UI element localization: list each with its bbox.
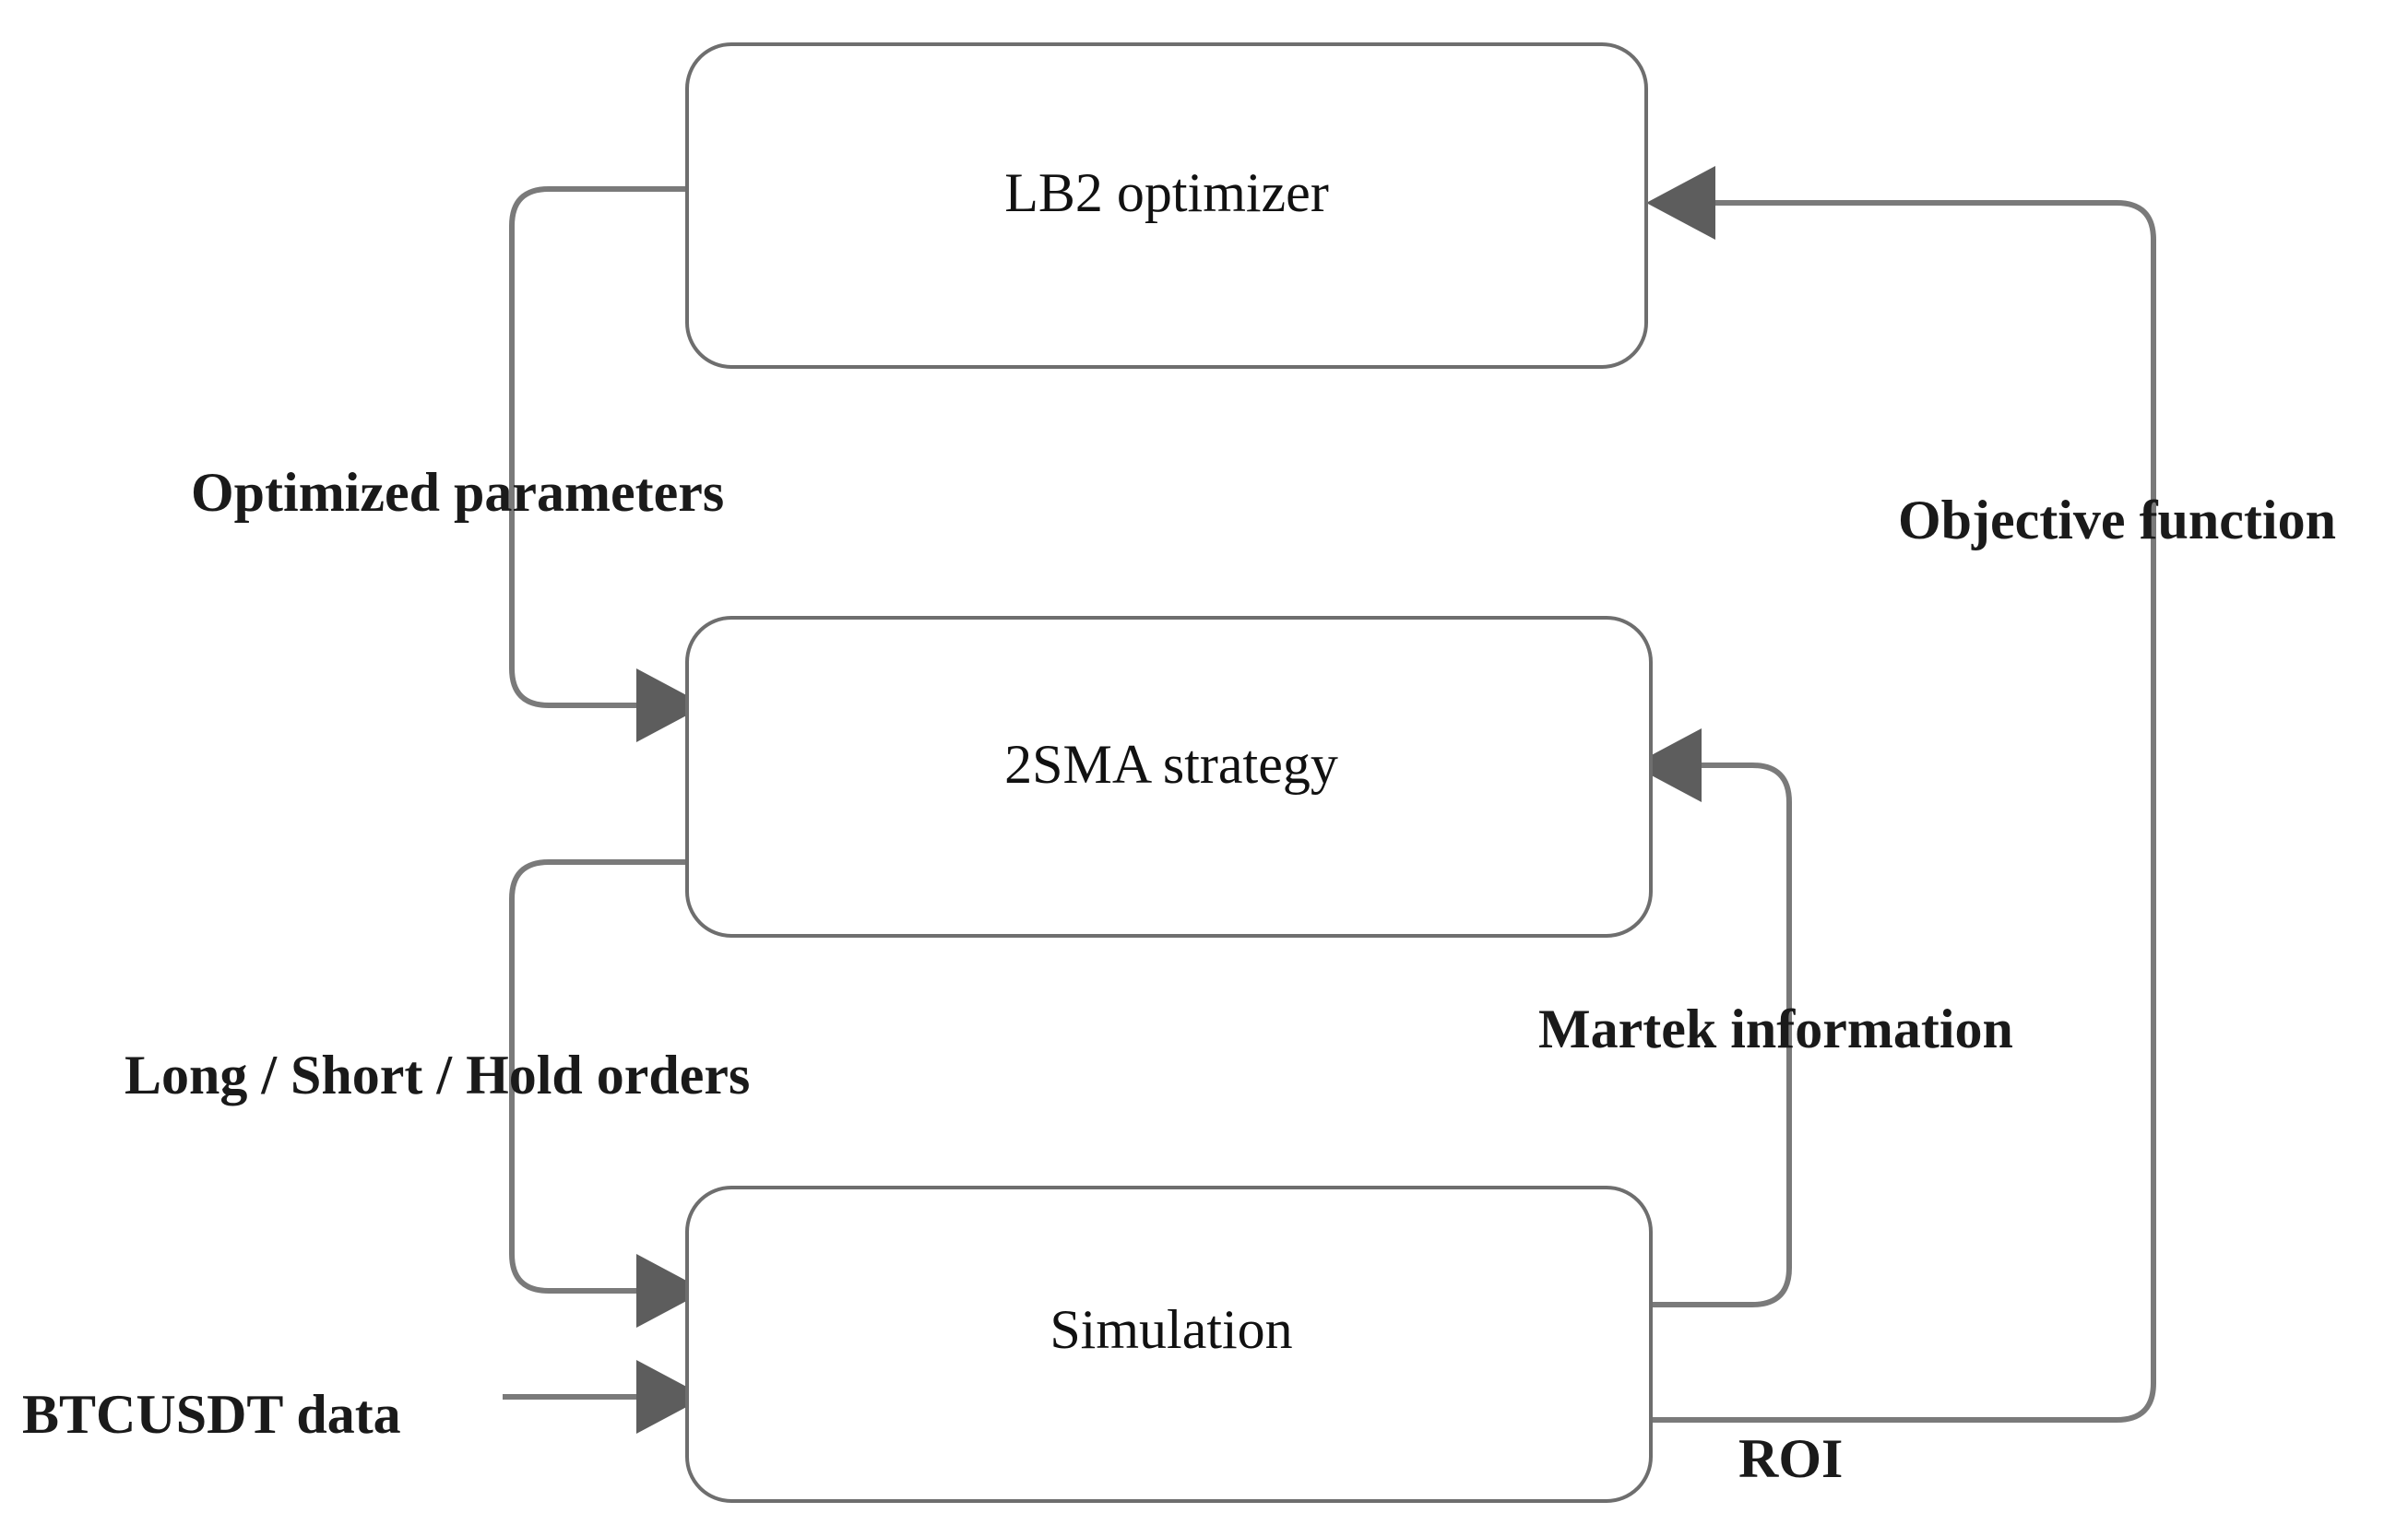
edge-long-short-hold-orders-line	[509, 859, 687, 1294]
node-strategy[interactable]: 2SMA strategy	[685, 616, 1653, 938]
edge-label-btcusdt-data: BTCUSDT data	[22, 1384, 401, 1445]
edge-label-objective-function: Objective function	[1898, 490, 2336, 550]
arrow-head-into-strategy-right	[1632, 728, 1702, 802]
arrow-head-into-simulation-upper-left	[636, 1254, 706, 1328]
edge-optimized-parameters-line	[509, 186, 687, 708]
node-strategy-label: 2SMA strategy	[1004, 734, 1338, 795]
node-optimizer-shape[interactable]	[685, 42, 1648, 369]
arrow-head-into-simulation-lower-left	[636, 1360, 706, 1434]
node-simulation-label: Simulation	[1050, 1299, 1292, 1360]
edge-martek-information-line	[1651, 762, 1792, 1307]
edge-label-long-short-hold-orders: Long / Short / Hold orders	[125, 1045, 750, 1105]
arrow-head-into-optimizer-right	[1646, 166, 1715, 240]
node-optimizer-label: LB2 optimizer	[1004, 162, 1329, 223]
node-simulation-shape[interactable]	[685, 1186, 1653, 1503]
edge-label-optimized-parameters: Optimized parameters	[191, 462, 724, 523]
edge-martek-information	[1632, 728, 1792, 1307]
node-strategy-shape[interactable]	[685, 616, 1653, 938]
node-optimizer[interactable]: LB2 optimizer	[685, 42, 1648, 369]
edge-objective-function-line	[1651, 200, 2156, 1423]
edge-btcusdt-data	[503, 1360, 706, 1434]
edge-long-short-hold-orders	[509, 859, 706, 1328]
edge-optimized-parameters	[509, 186, 706, 742]
node-simulation[interactable]: Simulation	[685, 1186, 1653, 1503]
edge-objective-function	[1646, 166, 2156, 1423]
edge-label-roi: ROI	[1738, 1428, 1843, 1489]
arrow-head-into-strategy-left	[636, 668, 706, 742]
edge-label-martek-information: Martek information	[1538, 999, 2013, 1059]
